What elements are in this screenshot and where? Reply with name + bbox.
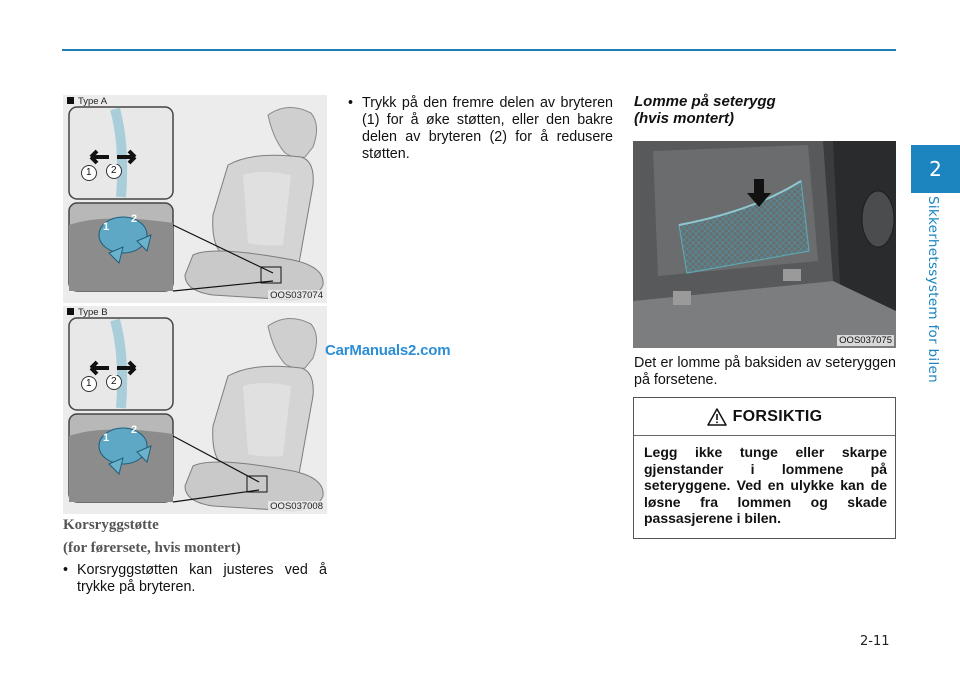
callout-2-switch: 2 (131, 213, 138, 225)
figure-lumbar-type-a: Type A 1 2 1 2 OOS037074 (63, 95, 327, 303)
callout-1-switch: 1 (103, 432, 110, 444)
page-number: 2-11 (860, 634, 890, 649)
section-heading-lumbar: Korsryggstøtte (63, 517, 159, 533)
caution-title: FORSIKTIG (732, 407, 823, 425)
callout-badges (81, 164, 122, 181)
chapter-number-tab[interactable]: 2 (911, 145, 960, 193)
caution-text: Legg ikke tunge eller skarpe gjenstander… (644, 444, 887, 526)
callout-badges (81, 375, 122, 392)
figure-type-label: Type B (67, 307, 108, 318)
caution-header: FORSIKTIG (634, 398, 895, 435)
square-bullet-icon (67, 308, 74, 315)
figure-lumbar-type-b: Type B 1 2 1 2 OOS037008 (63, 306, 327, 514)
callout-2: 2 (111, 376, 117, 387)
warning-triangle-icon (706, 407, 727, 426)
section-heading-pocket: Lomme på seterygg (hvis montert) (634, 93, 776, 127)
bullet-item-lumbar-adjust: • Korsryggstøtten kan justeres ved å try… (63, 562, 327, 595)
figure-type-label: Type A (67, 96, 107, 107)
figure-seatback-pocket: OOS037075 (633, 141, 896, 348)
seat-illustration-type-a (63, 95, 327, 303)
chapter-title-vertical: Sikkerhetssystem for bilen (923, 196, 943, 383)
pocket-description: Det er lomme på baksiden av seteryggen p… (634, 355, 896, 388)
callout-1: 1 (86, 167, 92, 178)
header-rule (62, 49, 896, 51)
callout-2-switch: 2 (131, 424, 138, 436)
section-subheading-lumbar: (for førersete, hvis montert) (63, 540, 241, 556)
chapter-number: 2 (929, 157, 942, 181)
figure-code: OOS037074 (268, 290, 325, 301)
bullet-item-lumbar-switch: • Trykk på den fremre delen av bryteren … (348, 95, 613, 162)
callout-2: 2 (111, 165, 117, 176)
seat-illustration-type-b (63, 306, 327, 514)
figure-code: OOS037075 (837, 335, 894, 346)
callout-1: 1 (86, 378, 92, 389)
bullet-dot: • (63, 562, 69, 578)
caution-box: FORSIKTIG Legg ikke tunge eller skarpe g… (633, 397, 896, 539)
figure-code: OOS037008 (268, 501, 325, 512)
chapter-title: Sikkerhetssystem for bilen (925, 196, 941, 383)
square-bullet-icon (67, 97, 74, 104)
caution-divider (634, 435, 895, 436)
callout-1-switch: 1 (103, 221, 110, 233)
watermark-link[interactable]: CarManuals2.com (325, 342, 451, 359)
bullet-dot: • (348, 95, 354, 111)
seatback-pocket-illustration (633, 141, 896, 348)
